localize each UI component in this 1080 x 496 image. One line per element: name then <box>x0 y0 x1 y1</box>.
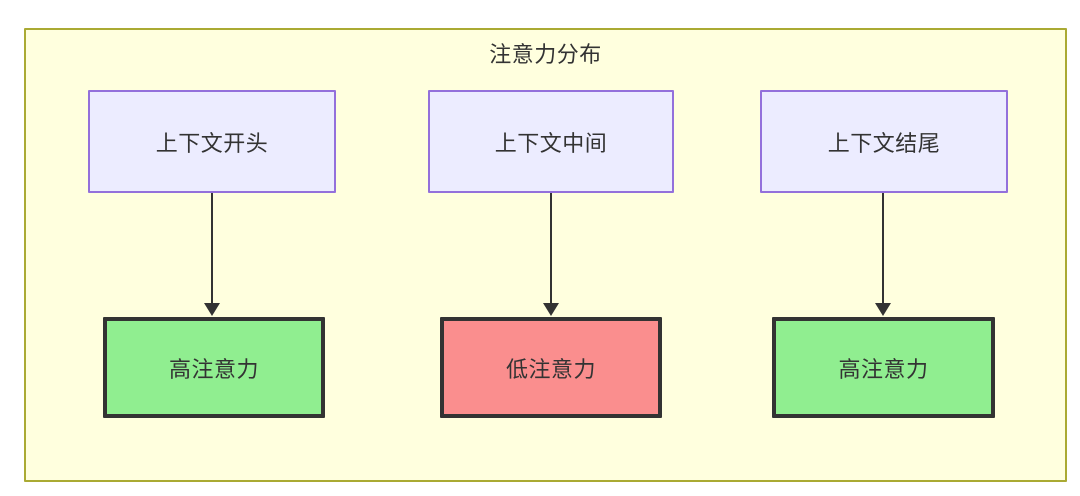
arrow-down-icon <box>204 303 220 316</box>
node-context-end[interactable]: 上下文结尾 <box>760 90 1008 193</box>
edge-line-beginning-to-high <box>211 193 213 306</box>
node-high-attention-right-label: 高注意力 <box>838 356 929 382</box>
arrow-down-icon <box>875 303 891 316</box>
node-low-attention-middle[interactable]: 低注意力 <box>440 317 662 418</box>
node-high-attention-left[interactable]: 高注意力 <box>103 317 325 418</box>
node-high-attention-left-label: 高注意力 <box>168 356 259 382</box>
cluster-title: 注意力分布 <box>489 42 602 67</box>
edge-line-end-to-high <box>882 193 884 306</box>
node-high-attention-right[interactable]: 高注意力 <box>772 317 995 418</box>
node-context-beginning[interactable]: 上下文开头 <box>88 90 336 193</box>
node-context-middle-label: 上下文中间 <box>494 130 608 156</box>
edge-line-middle-to-low <box>550 193 552 306</box>
arrow-down-icon <box>543 303 559 316</box>
node-context-middle[interactable]: 上下文中间 <box>428 90 674 193</box>
node-low-attention-middle-label: 低注意力 <box>505 356 596 382</box>
node-context-beginning-label: 上下文开头 <box>155 130 269 156</box>
node-context-end-label: 上下文结尾 <box>827 130 941 156</box>
